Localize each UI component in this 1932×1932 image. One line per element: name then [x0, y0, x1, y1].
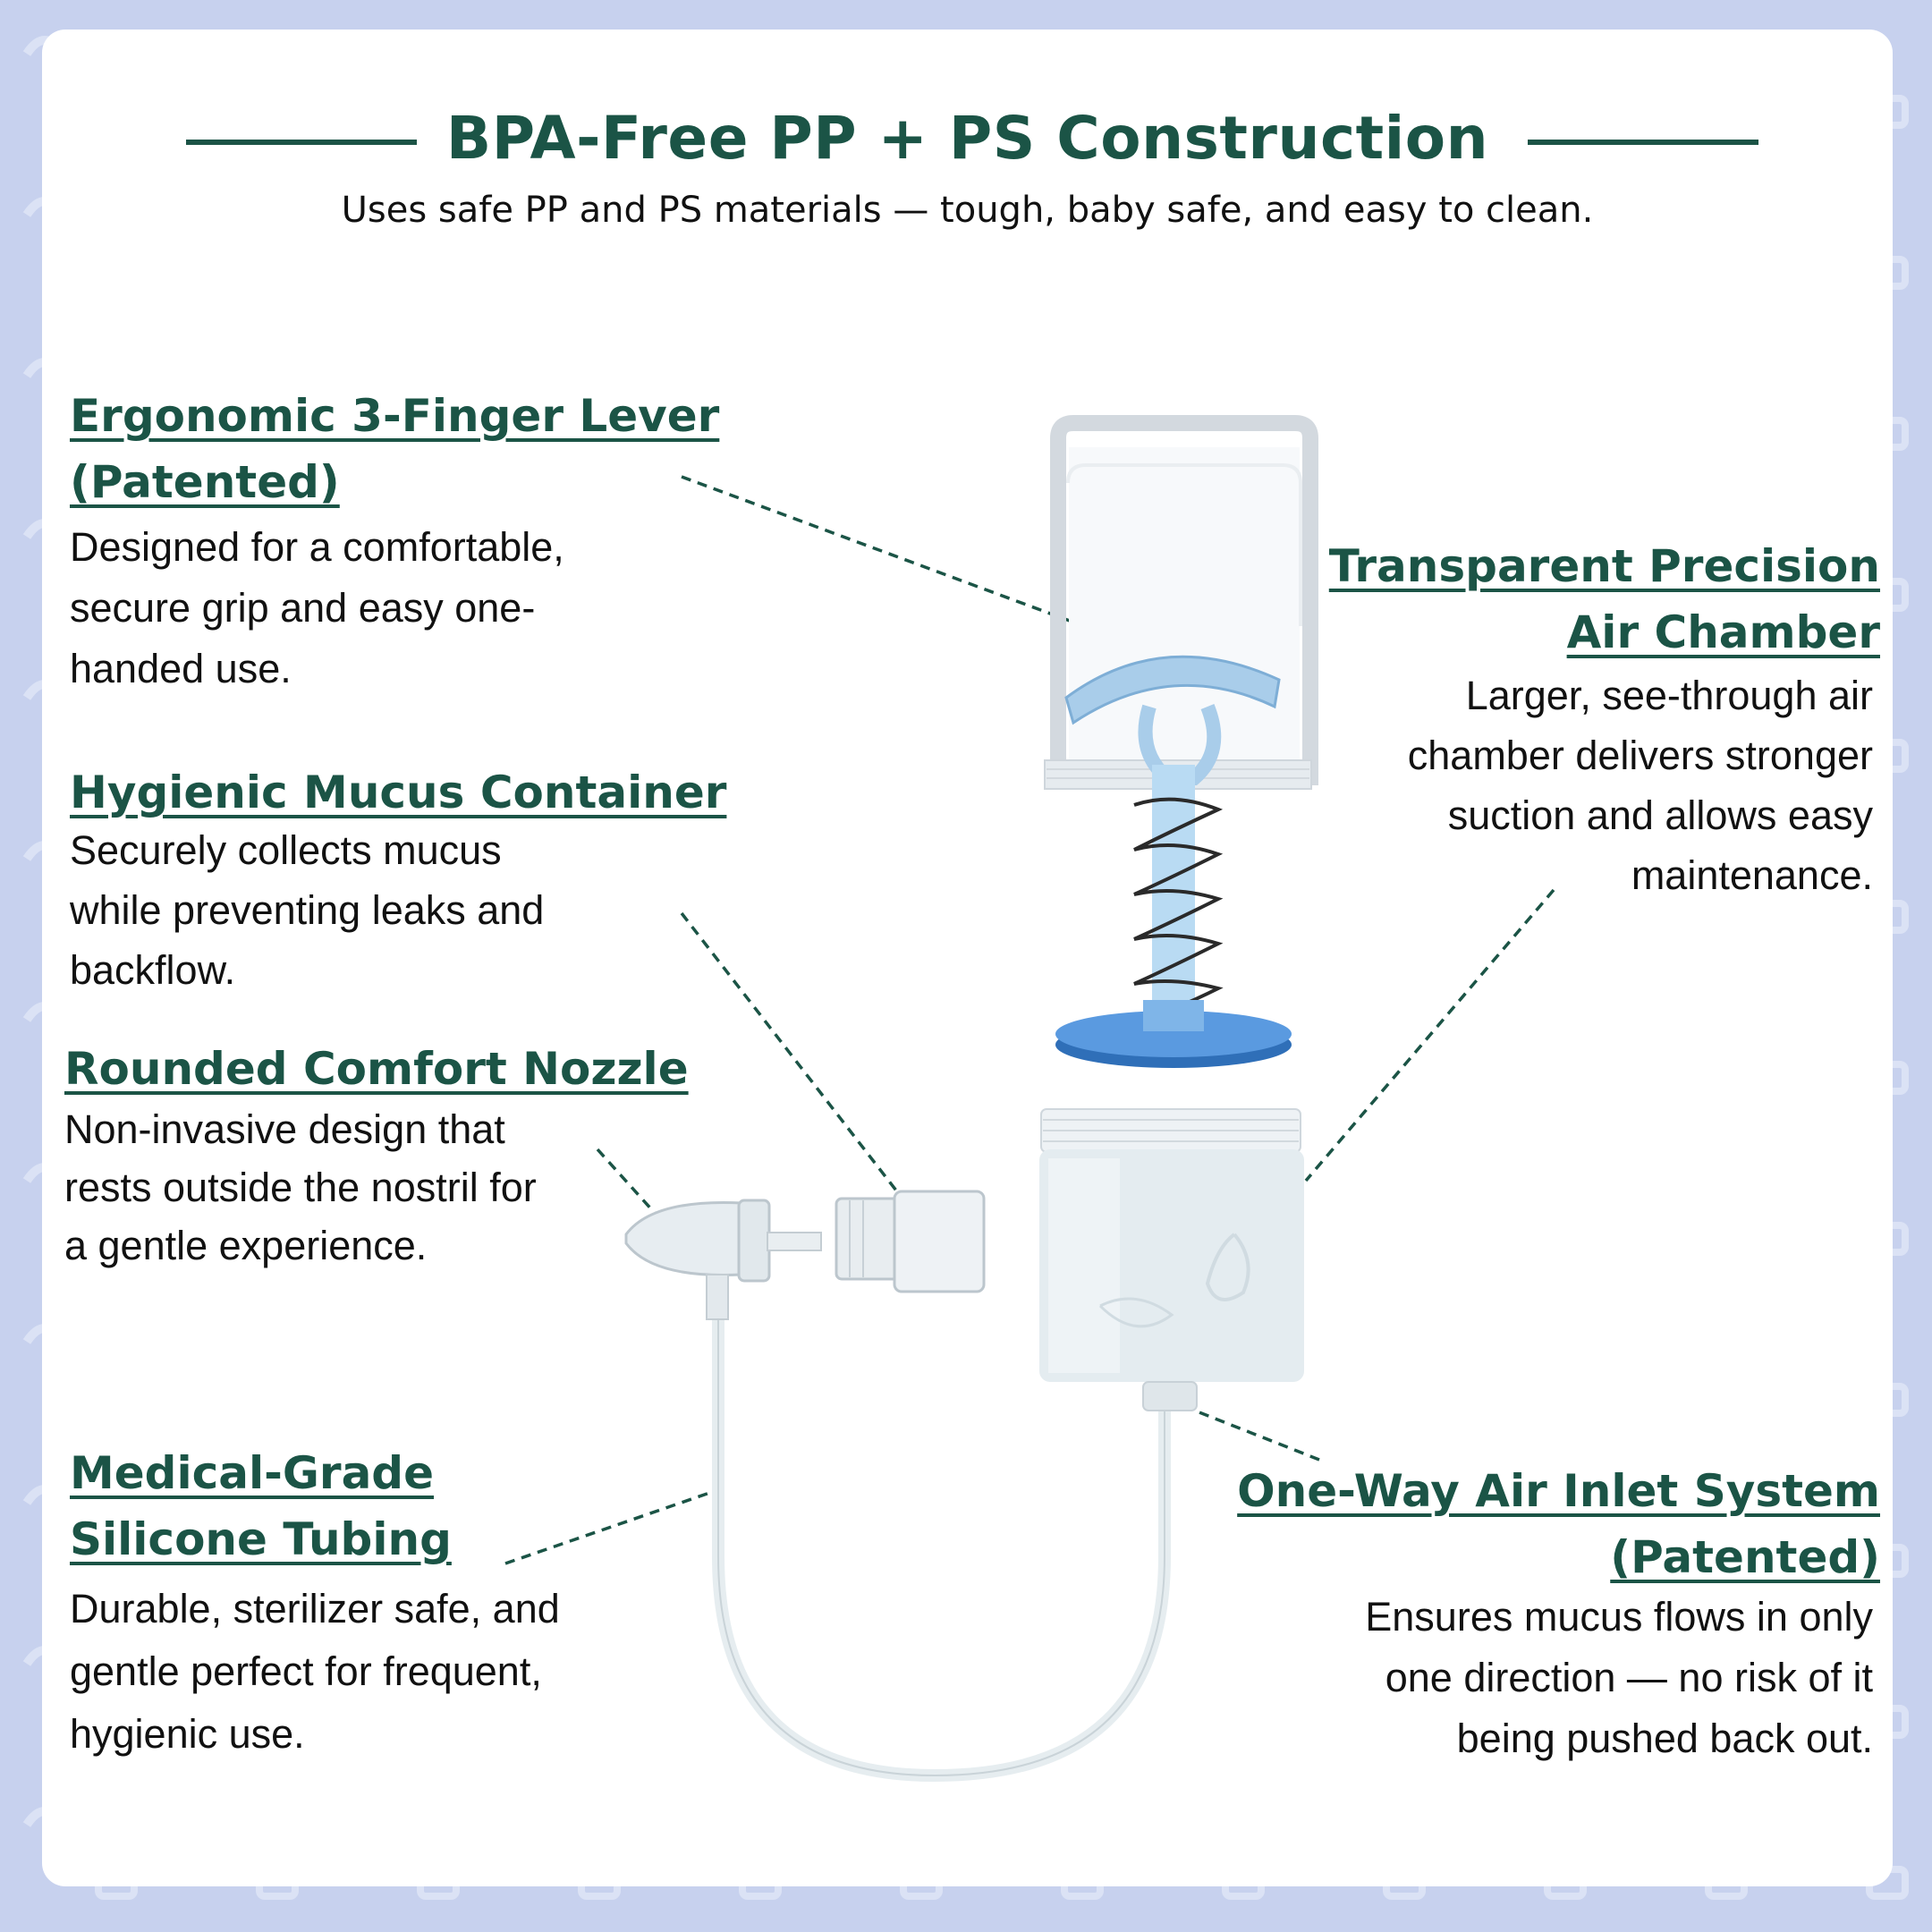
feature-lever-title: Ergonomic 3-Finger Lever (Patented) — [70, 390, 720, 508]
leader-chamber — [1304, 888, 1555, 1182]
feature-lever: Ergonomic 3-Finger Lever (Patented) Desi… — [70, 383, 750, 699]
feature-container: Hygienic Mucus Container Securely collec… — [70, 759, 767, 1000]
feature-inlet-title: One-Way Air Inlet System (Patented) — [1237, 1465, 1880, 1583]
mucus-container — [1039, 1108, 1304, 1411]
feature-chamber-description: Larger, see-through air chamber delivers… — [1407, 673, 1873, 898]
page-subtitle: Uses safe PP and PS materials — tough, b… — [341, 190, 1594, 231]
content-card: BPA-Free PP + PS Construction Uses safe … — [42, 30, 1893, 1886]
feature-tubing: Medical-Grade Silicone Tubing Durable, s… — [70, 1440, 696, 1766]
feature-chamber: Transparent Precision Air Chamber Larger… — [1234, 533, 1880, 905]
feature-inlet: One-Way Air Inlet System (Patented) Ensu… — [1165, 1458, 1880, 1769]
feature-nozzle: Rounded Comfort Nozzle Non-invasive desi… — [64, 1036, 744, 1275]
leader-container — [680, 911, 898, 1192]
feature-nozzle-description: Non-invasive design that rests outside t… — [64, 1106, 537, 1268]
header-rule-left — [186, 140, 417, 145]
feature-tubing-title: Medical-Grade Silicone Tubing — [70, 1447, 452, 1565]
feature-container-title: Hygienic Mucus Container — [70, 767, 727, 818]
feature-inlet-description: Ensures mucus flows in only one directio… — [1365, 1594, 1873, 1761]
comfort-nozzle — [624, 1199, 822, 1320]
feature-container-description: Securely collects mucus while preventing… — [70, 827, 545, 993]
plunger-rod — [1152, 765, 1195, 1033]
feature-nozzle-title: Rounded Comfort Nozzle — [64, 1043, 689, 1095]
leader-inlet — [1178, 1402, 1320, 1462]
tube-connector — [835, 1190, 986, 1293]
spring — [1133, 797, 1224, 1021]
piston-disc — [1055, 1000, 1292, 1068]
feature-tubing-description: Durable, sterilizer safe, and gentle per… — [70, 1586, 560, 1757]
page-title: BPA-Free PP + PS Construction — [445, 104, 1489, 173]
header-rule-right — [1528, 140, 1758, 145]
silicone-tubing — [712, 1315, 1171, 1783]
feature-chamber-title: Transparent Precision Air Chamber — [1328, 540, 1880, 658]
leader-tubing — [504, 1488, 718, 1565]
feature-lever-description: Designed for a comfortable, secure grip … — [70, 524, 564, 691]
